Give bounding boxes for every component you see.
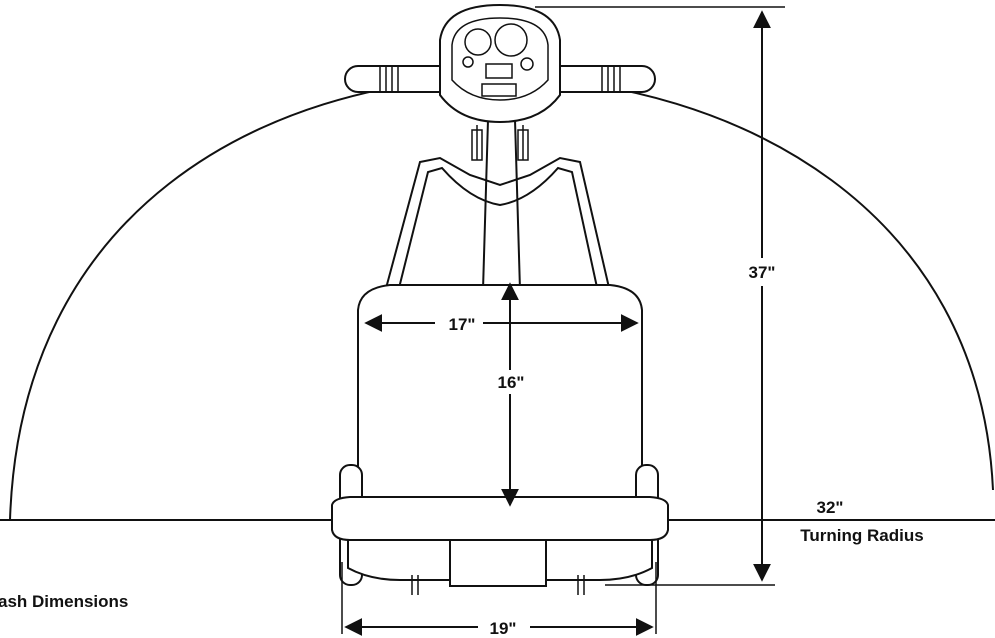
height-dimension: 37" bbox=[535, 6, 790, 586]
scooter-illustration bbox=[331, 3, 669, 595]
height-label: 37" bbox=[749, 263, 776, 282]
seat-width-label: 17" bbox=[449, 315, 476, 334]
figure-caption: ash Dimensions bbox=[0, 592, 128, 611]
turning-radius-text: Turning Radius bbox=[800, 526, 923, 545]
seat-depth-dimension: 16" bbox=[488, 282, 534, 507]
turning-radius-value: 32" bbox=[817, 498, 844, 517]
base-width-dimension: 19" bbox=[341, 562, 657, 638]
base-width-label: 19" bbox=[490, 619, 517, 638]
seat-depth-label: 16" bbox=[498, 373, 525, 392]
